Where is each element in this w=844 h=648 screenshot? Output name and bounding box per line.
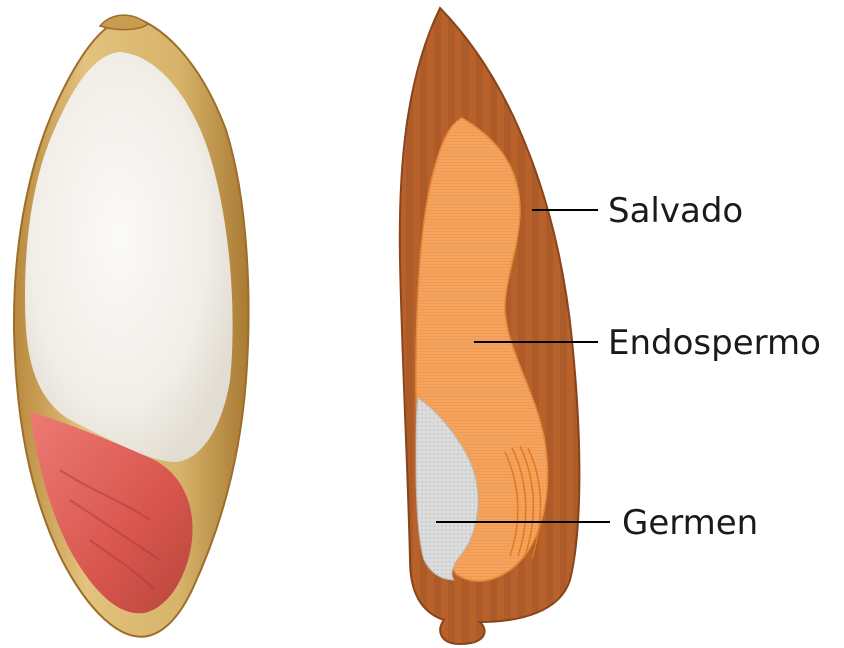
label-endosperm: Endospermo (608, 323, 821, 363)
label-bran-group: Salvado (532, 191, 743, 231)
grain-diagram (400, 8, 580, 644)
label-germ: Germen (622, 503, 758, 543)
label-bran: Salvado (608, 191, 743, 231)
grain-photo (14, 15, 249, 637)
photo-hull-tip (100, 15, 148, 30)
